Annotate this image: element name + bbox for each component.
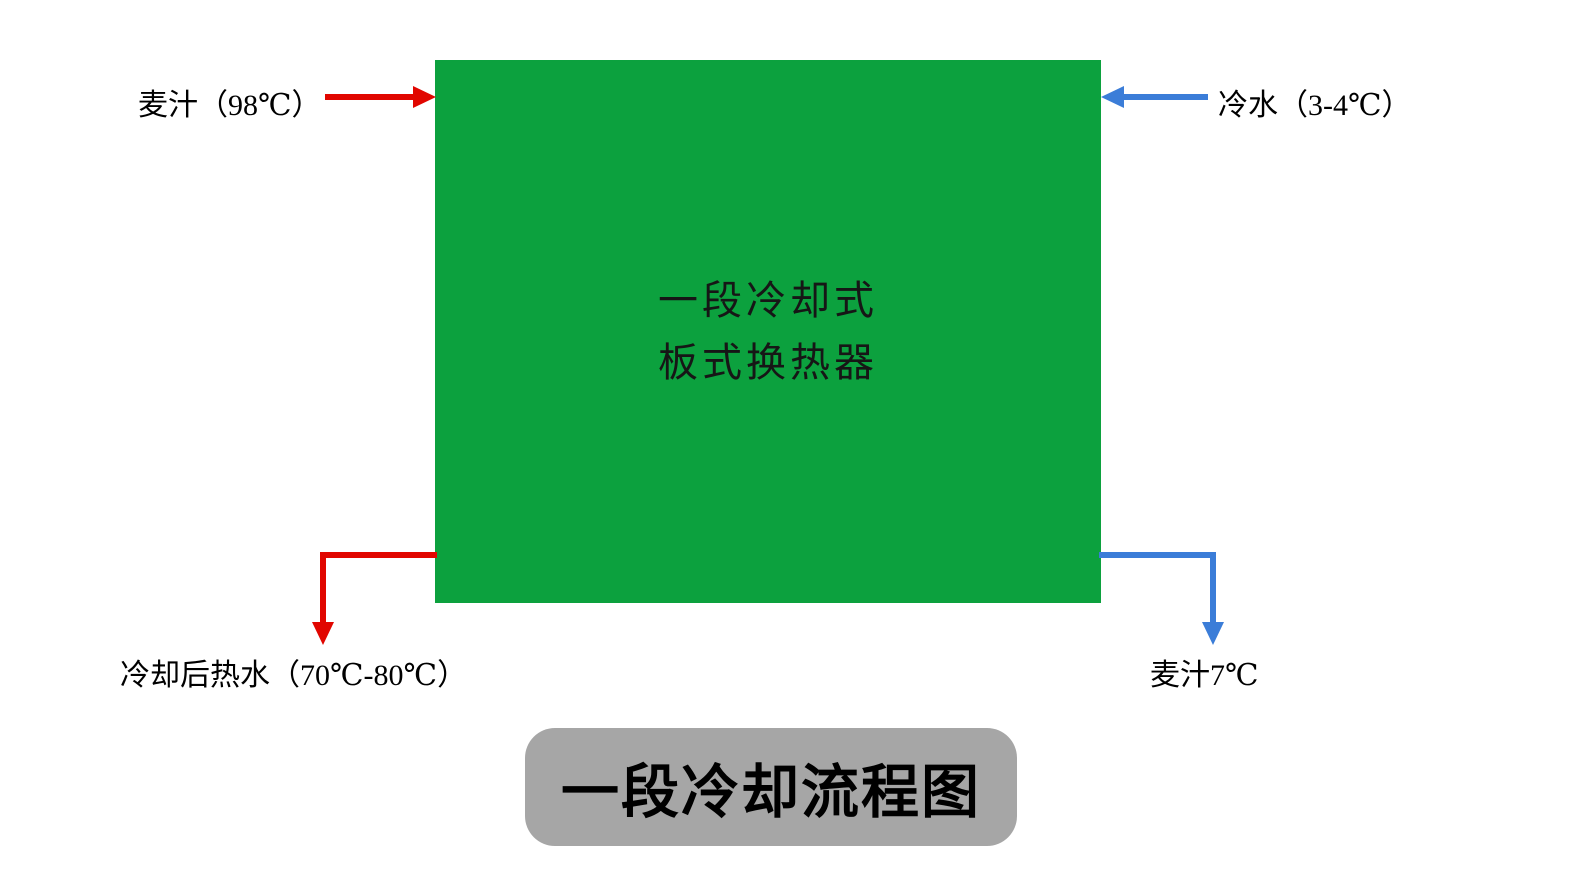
wort-inlet-arrow-line	[325, 94, 415, 100]
wort-inlet-label: 麦汁（98℃）	[138, 89, 322, 122]
heat-exchanger-label: 一段冷却式 板式换热器	[658, 270, 878, 394]
cold-water-inlet-arrowhead-icon	[1101, 86, 1124, 108]
hot-water-outlet-label: 冷却后热水（70℃-80℃）	[120, 659, 468, 692]
diagram-title-banner: 一段冷却流程图	[525, 728, 1017, 846]
wort-outlet-arrow-hline	[1099, 552, 1216, 558]
wort-outlet-arrow-vline	[1210, 552, 1216, 624]
diagram-title: 一段冷却流程图	[560, 760, 981, 825]
hot-water-outlet-arrow-hline	[320, 552, 437, 558]
cold-water-inlet-arrow-line	[1124, 94, 1208, 100]
heat-exchanger-label-line1: 一段冷却式	[658, 277, 878, 323]
wort-outlet-label: 麦汁7℃	[1150, 659, 1259, 692]
wort-inlet-arrowhead-icon	[413, 86, 436, 108]
hot-water-outlet-arrowhead-icon	[312, 622, 334, 645]
cold-water-inlet-label: 冷水（3-4℃）	[1218, 89, 1412, 122]
heat-exchanger-box: 一段冷却式 板式换热器	[435, 60, 1101, 603]
wort-outlet-arrowhead-icon	[1202, 622, 1224, 645]
hot-water-outlet-arrow-vline	[320, 552, 326, 624]
heat-exchanger-label-line2: 板式换热器	[658, 339, 878, 385]
